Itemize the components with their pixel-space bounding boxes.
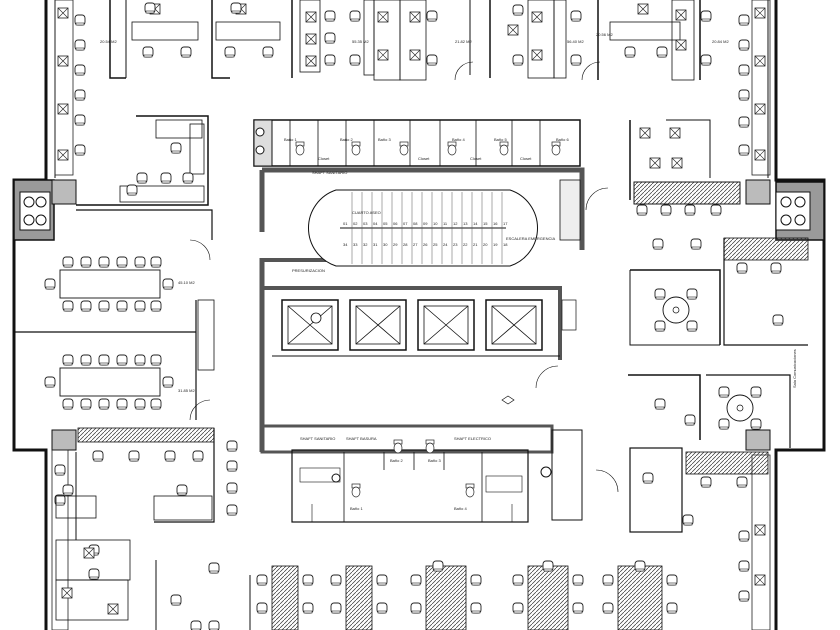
stair-code: 08 [413, 221, 418, 226]
bathroom-label: Baño 4 [454, 506, 467, 511]
ac-unit-west [19, 191, 51, 231]
stair-code: 21 [473, 242, 478, 247]
stair-code: 16 [493, 221, 498, 226]
stair-code: 17 [503, 221, 508, 226]
area-label: 31.85 M2 [178, 388, 195, 393]
central-core [253, 119, 585, 523]
stair-code: 24 [443, 242, 448, 247]
closet-label: Closet [520, 156, 532, 161]
stair-code: 13 [463, 221, 468, 226]
stair-code: 07 [403, 221, 408, 226]
stair-step-codes: 01 02 03 04 05 06 07 08 09 10 11 12 13 14 15 16 17 34 33 32… [343, 221, 508, 247]
stair-code: 03 [363, 221, 368, 226]
bathroom-label: Baño 6 [556, 137, 569, 142]
stair-code: 26 [423, 242, 428, 247]
stair-code: 23 [453, 242, 458, 247]
meeting-chairs [44, 256, 174, 410]
closet-label: Closet [318, 156, 330, 161]
stair-code: 12 [453, 221, 458, 226]
stair-code: 18 [503, 242, 508, 247]
stair-code: 20 [483, 242, 488, 247]
closet-label: Closet [470, 156, 482, 161]
stair-code: 09 [423, 221, 428, 226]
bathroom-label: Baño 5 [494, 137, 507, 142]
core-label: SHAFT ELECTRICO [454, 436, 491, 441]
southwest-offices [55, 427, 215, 621]
core-label: PRESURIZACION [292, 268, 325, 273]
top-area-labels: 20.54 M2 55.35 M2 21.82 M2 56.40 M2 20.5… [100, 32, 729, 44]
stair-code: 19 [493, 242, 498, 247]
east-window-modules [738, 0, 771, 630]
stair-code: 30 [383, 242, 388, 247]
stair-code: 27 [413, 242, 418, 247]
stair-code: 10 [433, 221, 438, 226]
top-office-furniture [142, 2, 712, 67]
area-label: 21.82 M2 [455, 39, 472, 44]
core-label: CUARTO ASEO [352, 210, 381, 215]
stair-code: 05 [383, 221, 388, 226]
stair-code: 34 [343, 242, 348, 247]
stair-code: 01 [343, 221, 348, 226]
stair-code: 02 [353, 221, 358, 226]
stair-code: 32 [363, 242, 368, 247]
area-label: 45.10 M2 [178, 280, 195, 285]
accessibility-icon [310, 312, 322, 324]
bathroom-label: Baño 3 [428, 458, 441, 463]
stair-code: 11 [443, 221, 448, 226]
core-label: SHAFT BASURA [346, 436, 377, 441]
bathroom-label: Baño 2 [390, 458, 403, 463]
west-meeting-rooms [14, 209, 215, 421]
bathroom-label: Baño 3 [378, 137, 391, 142]
stair-code: 06 [393, 221, 398, 226]
stair-code: 29 [393, 242, 398, 247]
top-offices [109, 0, 701, 81]
area-label: 56.40 M2 [567, 39, 584, 44]
south-workstations [155, 560, 678, 630]
core-labels: Baño 1 Baño 2 Baño 3 Baño 4 Baño 5 Baño … [284, 137, 569, 511]
stair-code: 14 [473, 221, 478, 226]
stair-code: 28 [403, 242, 408, 247]
stair-code: 33 [353, 242, 358, 247]
southwest-chairs [61, 440, 238, 615]
bathroom-label: Baño 1 [284, 137, 297, 142]
core-label: ESCALERA EMERGENCIA [506, 236, 555, 241]
northwest-office [76, 115, 209, 206]
closet-label: Closet [418, 156, 430, 161]
area-label: 55.35 M2 [352, 39, 369, 44]
bathroom-label: Baño 2 [340, 137, 353, 142]
area-label: 20.56 M2 [596, 32, 613, 37]
area-label: 20.84 M2 [712, 39, 729, 44]
area-label: 20.54 M2 [100, 39, 117, 44]
ac-unit-east [775, 191, 811, 231]
bathroom-label: Baño 1 [350, 506, 363, 511]
sala-label: Sala Comunicaciones [792, 349, 797, 388]
stair-code: 22 [463, 242, 468, 247]
east-rooms [535, 119, 809, 533]
core-label: SHAFT SANITARIO [300, 436, 335, 441]
bathroom-label: Baño 4 [452, 137, 465, 142]
stair-code: 31 [373, 242, 378, 247]
west-window-modules [51, 0, 86, 630]
stair-code: 25 [433, 242, 438, 247]
core-label: SHAFT SANITARIO [312, 170, 347, 175]
stair-code: 15 [483, 221, 488, 226]
stair-code: 04 [373, 221, 378, 226]
